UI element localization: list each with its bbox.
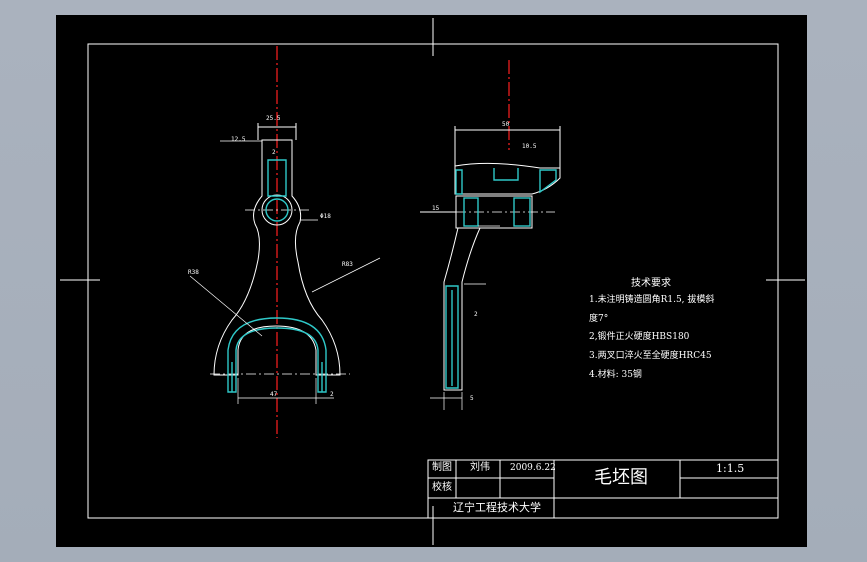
tech-note-line: 2,锻件正火硬度HBS180 <box>589 332 690 342</box>
dim-side-top-width: 50 <box>502 121 510 128</box>
tech-note-line: 4.材料: 35钢 <box>589 370 642 380</box>
dim-bottom-right: 2 <box>330 391 334 398</box>
dim-radius-right: R83 <box>342 261 353 268</box>
tech-note-line: 1.未注明铸造圆角R1.5, 拔模斜 <box>589 295 715 305</box>
drawn-by-label: 制图 <box>432 462 452 473</box>
horizontal-centerlines <box>210 209 555 375</box>
dim-top-width: 25.5 <box>266 115 281 122</box>
title-block <box>427 459 779 519</box>
drawing-scale: 1:1.5 <box>716 462 745 475</box>
dim-side-slot: 10.5 <box>522 143 537 150</box>
centerlines <box>276 46 510 438</box>
dim-side-mid: 2 <box>474 311 478 318</box>
tech-notes-title: 技术要求 <box>631 278 671 289</box>
tech-note-line: 度7° <box>589 314 609 324</box>
dim-side-hub: 15 <box>432 205 440 212</box>
dim-radius-left: R38 <box>188 269 199 276</box>
dim-small-gap: 2 <box>272 149 276 156</box>
side-view <box>420 126 561 391</box>
side-view-leaders <box>430 225 500 410</box>
front-view-leaders <box>189 140 381 404</box>
drawn-date: 2009.6.22 <box>510 463 556 473</box>
drawing-sheet <box>56 15 807 547</box>
dim-side-bottom: 5 <box>470 395 474 402</box>
drawing-title: 毛坯图 <box>594 467 648 488</box>
dim-bore: Φ18 <box>320 213 331 220</box>
dim-bottom-width: 47 <box>270 391 278 398</box>
dim-left-offset: 12.5 <box>231 136 246 143</box>
checked-by-label: 校核 <box>432 482 452 493</box>
front-view-hatch <box>227 159 327 393</box>
side-view-hatch <box>445 168 557 389</box>
front-view <box>213 123 341 376</box>
school-name: 辽宁工程技术大学 <box>453 501 541 514</box>
tech-note-line: 3.两叉口淬火至全硬度HRC45 <box>589 351 712 361</box>
inner-border <box>87 43 779 519</box>
drawn-by-name: 刘伟 <box>470 462 490 473</box>
